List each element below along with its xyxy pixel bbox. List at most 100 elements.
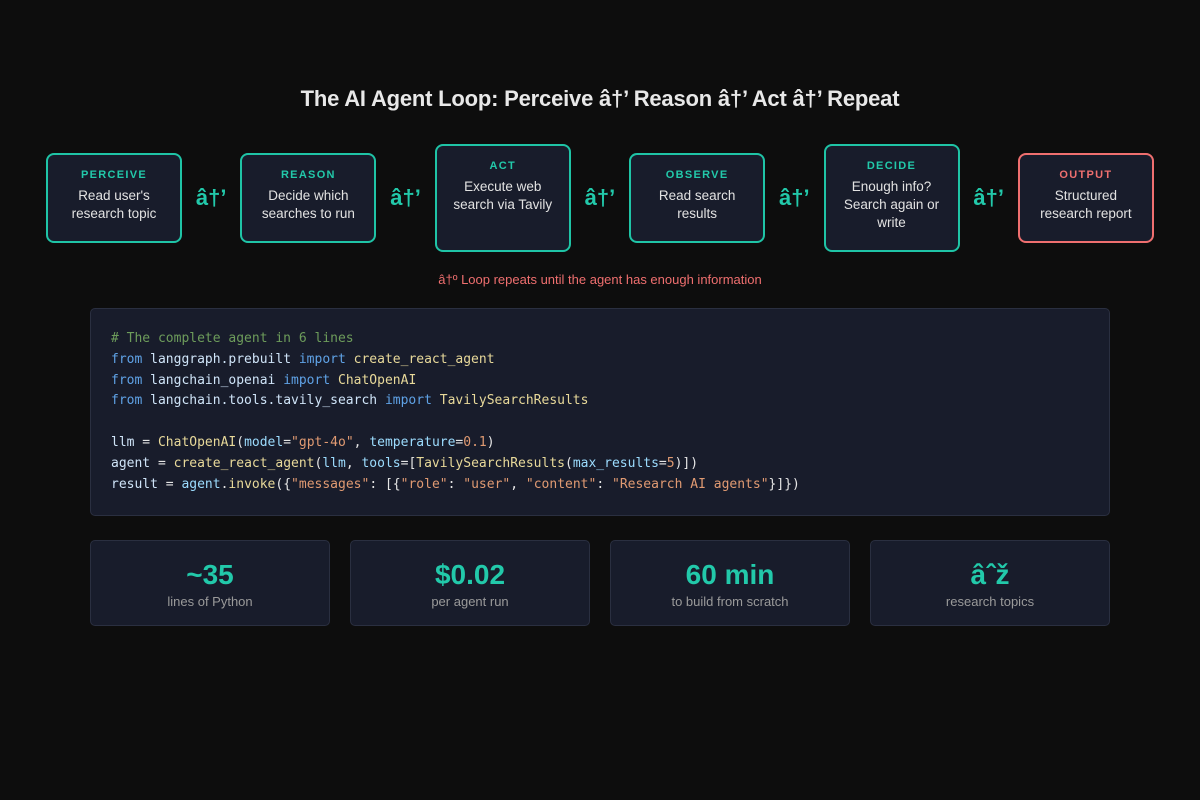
arrow-icon: â†’ [973,185,1004,210]
step-output: OUTPUT Structured research report [1017,153,1154,243]
step-observe: OBSERVE Read search results [629,153,766,243]
step-description: Decide which searches to run [261,188,355,221]
code-line: from langchain.tools.tavily_search impor… [111,391,1089,412]
code-name: TavilySearchResults [439,393,589,409]
page-title: The AI Agent Loop: Perceive â†’ Reason â… [300,86,900,111]
code-punc: =[ [400,455,417,471]
step-decide: DECIDE Enough info? Search again or writ… [823,144,960,252]
code-string: "user" [463,476,511,492]
step-description: Read search results [658,188,736,221]
code-punc: ({ [275,476,292,492]
step-label: OUTPUT [1059,169,1113,181]
code-name: create_react_agent [353,351,495,367]
arrow-icon: â†’ [584,185,616,210]
arrow-icon: â†’ [779,185,810,210]
code-punc: : [{ [369,476,401,492]
code-var: agent [111,455,151,471]
code-punc: = [134,434,158,450]
code-arg: tools [361,455,401,471]
code-module: langgraph.prebuilt [150,351,292,367]
code-keyword: from [111,351,143,367]
code-string: "content" [525,476,597,492]
step-label: PERCEIVE [80,169,148,181]
code-line: result = agent.invoke({"messages": [{"ro… [111,475,1089,496]
code-line: # The complete agent in 6 lines [111,329,1089,350]
stats-row: ~35 lines of Python $0.02 per agent run … [90,540,1110,626]
arrow-icon: â†’ [195,185,227,210]
code-string: "gpt-4o" [291,434,354,450]
stat-label: research topics [945,594,1035,609]
step-label: OBSERVE [665,169,729,181]
code-string: "Research AI agents" [612,476,769,492]
code-line: from langchain_openai import ChatOpenAI [111,371,1089,392]
step-perceive: PERCEIVE Read user's research topic [46,153,182,243]
stat-value: 60 min [685,559,775,590]
code-fn: ChatOpenAI [157,434,237,450]
step-description: Structured research report [1040,188,1132,221]
code-punc: )]) [674,455,699,471]
code-keyword: from [111,393,143,409]
code-line: llm = ChatOpenAI(model="gpt-4o", tempera… [111,433,1089,454]
code-keyword: from [111,372,143,388]
code-punc: = [157,476,182,492]
stat-label: per agent run [431,594,509,609]
code-line-blank [111,412,1089,433]
code-module: langchain.tools.tavily_search [150,393,378,409]
code-punc: ( [236,434,245,450]
code-punc: = [455,434,464,450]
code-arg: max_results [572,455,659,471]
stat-card-topics: âˆž research topics [870,540,1110,626]
code-fn: TavilySearchResults [416,455,565,471]
code-punc: ) [486,434,495,450]
stat-label: to build from scratch [671,594,789,609]
stat-label: lines of Python [167,594,253,609]
code-var: llm [111,434,135,450]
code-string: "role" [400,476,448,492]
agent-loop-flow: PERCEIVE Read user's research topic â†’ … [46,143,1154,253]
step-description: Enough info? Search again or write [843,179,940,230]
code-arg: llm [322,455,346,471]
code-number: 5 [666,455,675,471]
code-punc: : [447,476,464,492]
arrow-icon: â†’ [390,185,421,210]
code-punc: = [150,455,174,471]
code-fn: invoke [228,476,276,492]
loop-note: â†º Loop repeats until the agent has eno… [438,272,762,287]
stat-value: âˆž [970,559,1010,590]
code-var: result [111,476,158,492]
code-comment: # The complete agent in 6 lines [111,331,354,346]
stat-value: $0.02 [434,559,506,590]
code-punc: ( [314,455,323,471]
code-module: langchain_openai [150,372,276,388]
step-description: Execute web search via Tavily [453,179,553,212]
code-punc: }]}) [768,476,800,492]
step-label: REASON [280,169,336,181]
code-arg: model [244,434,284,450]
code-line: agent = create_react_agent(llm, tools=[T… [111,454,1089,475]
code-block: # The complete agent in 6 lines from lan… [90,308,1110,516]
code-punc: = [658,455,667,471]
code-object: agent [181,476,221,492]
code-name: ChatOpenAI [338,372,417,388]
code-line: from langgraph.prebuilt import create_re… [111,350,1089,371]
code-punc: . [220,476,229,492]
code-punc: , [510,476,526,492]
code-string: "messages" [291,476,370,492]
step-description: Read user's research topic [71,188,157,221]
code-number: 0.1 [463,434,487,450]
stat-card-time: 60 min to build from scratch [610,540,850,626]
step-reason: REASON Decide which searches to run [240,153,377,243]
step-act: ACT Execute web search via Tavily [434,144,571,252]
code-keyword: import [283,372,331,388]
step-label: DECIDE [866,160,917,172]
stat-value: ~35 [186,559,234,590]
code-punc: ( [565,455,573,471]
stat-card-cost: $0.02 per agent run [350,540,590,626]
step-label: ACT [489,160,516,172]
code-punc: = [283,434,292,450]
stat-card-lines: ~35 lines of Python [90,540,330,626]
code-punc: , [353,434,370,450]
code-fn: create_react_agent [173,455,315,471]
code-punc: , [345,455,362,471]
code-keyword: import [298,351,346,367]
